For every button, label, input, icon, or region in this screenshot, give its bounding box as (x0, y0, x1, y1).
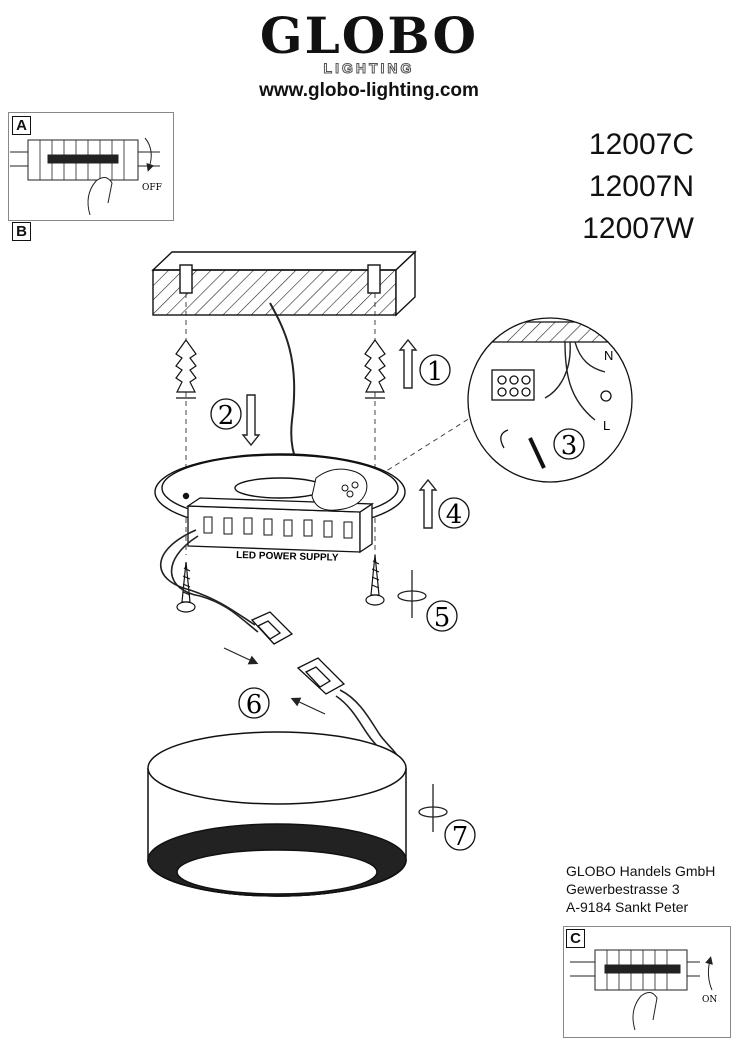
svg-text:4: 4 (446, 500, 463, 530)
company-address: GLOBO Handels GmbH Gewerbestrasse 3 A-91… (566, 862, 715, 916)
model-number-3: 12007W (582, 212, 694, 245)
step-4: 4 (438, 497, 470, 530)
panel-a-action-text: OFF (142, 183, 162, 193)
plug-connector-top (250, 611, 294, 645)
step-1: 1 (419, 354, 451, 387)
svg-text:3: 3 (561, 431, 578, 461)
model-number-1: 12007C (588, 128, 694, 161)
panel-a-label: A (12, 116, 31, 135)
lamp-cylinder (147, 731, 407, 897)
lamp-wires (159, 529, 401, 765)
lift-arrows (241, 338, 438, 529)
screw-right (365, 554, 385, 606)
ceiling-block (151, 250, 417, 317)
address-line-company: GLOBO Handels GmbH (566, 863, 716, 879)
wall-plug-left (175, 338, 197, 399)
step-6: 6 (238, 687, 270, 720)
step-3: 3 (553, 428, 585, 461)
panel-b-label: B (12, 222, 31, 241)
svg-text:2: 2 (218, 401, 235, 431)
address-line-city: A-9184 Sankt Peter (566, 899, 689, 915)
svg-text:5: 5 (434, 603, 451, 633)
step-7: 7 (444, 819, 476, 852)
svg-text:6: 6 (246, 690, 263, 720)
brand-logo: GLOBO (259, 6, 479, 65)
panel-c-terminal-drawing (570, 949, 713, 1031)
wall-plug-right (364, 338, 386, 399)
address-line-street: Gewerbestrasse 3 (566, 881, 680, 897)
svg-text:1: 1 (427, 357, 444, 387)
panel-a-terminal-drawing (10, 137, 160, 216)
wiring-detail-circle (467, 317, 633, 483)
power-supply-label: LED POWER SUPPLY (236, 550, 339, 564)
wire-label-l: L (603, 418, 610, 433)
panel-c-action-text: ON (702, 995, 717, 1005)
step-5: 5 (426, 600, 458, 633)
step-2: 2 (210, 398, 242, 431)
terminal-connector (311, 468, 368, 511)
panel-c-label: C (566, 929, 585, 948)
wire-label-n: N (604, 348, 613, 363)
rotate-arrows (397, 570, 448, 832)
svg-text:7: 7 (452, 822, 469, 852)
model-number-2: 12007N (588, 170, 694, 203)
plug-connector-bottom (296, 657, 346, 695)
brand-tagline: LIGHTING (323, 60, 415, 77)
website-url[interactable]: www.globo-lighting.com (259, 80, 479, 101)
connect-arrows (223, 647, 326, 715)
